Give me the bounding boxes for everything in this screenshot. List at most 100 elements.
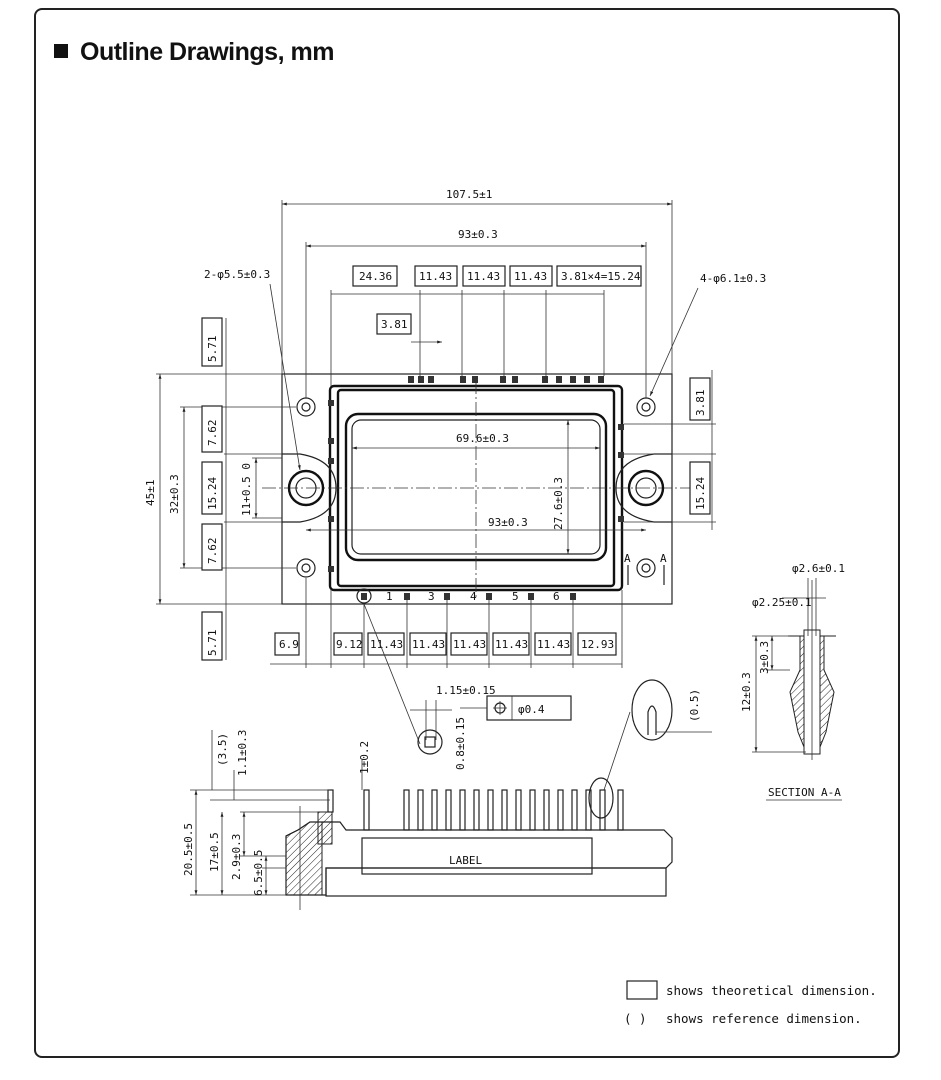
dim-17: 17±0.5 xyxy=(208,832,221,872)
dim-sec-12: 12±0.3 xyxy=(740,672,753,712)
pin-number: 5 xyxy=(512,590,519,603)
pin-side xyxy=(618,516,624,522)
dim-11-43: 11.43 xyxy=(537,638,570,651)
mount-hole-bl xyxy=(296,558,316,578)
dim-7-62: 7.62 xyxy=(206,538,219,565)
dim-11-43: 11.43 xyxy=(419,270,452,283)
dim-11-43: 11.43 xyxy=(412,638,445,651)
mount-hole-tr xyxy=(636,397,656,417)
dim-bottom-pitch: 93±0.3 xyxy=(488,516,528,529)
dim-overall-height: 45±1 xyxy=(144,480,157,507)
dim-right-3-81: 3.81 xyxy=(694,390,707,417)
pin-bottom xyxy=(404,593,410,600)
right-lug-hole-inner xyxy=(635,477,657,499)
pin1-marker xyxy=(356,588,372,604)
pin-detail-circle xyxy=(417,729,443,755)
mount-hole-tl-inner xyxy=(301,402,311,412)
dim-pin-thickness: 0.8±0.15 xyxy=(454,717,467,770)
legend-theoretical: shows theoretical dimension. xyxy=(666,983,877,998)
left-lug-hole xyxy=(287,469,325,507)
dim-5-71: 5.71 xyxy=(206,630,219,657)
label-text: LABEL xyxy=(449,854,482,867)
left-dimensions: 45±1 32±0.3 11+0.5 0 5.71 7.62 15.24 7.6… xyxy=(144,317,296,661)
dim-mount-pitch: 93±0.3 xyxy=(458,228,498,241)
legend-box-icon xyxy=(626,980,658,1000)
pin-side xyxy=(328,516,334,522)
inner-dimensions: 69.6±0.3 27.6±0.3 93±0.3 xyxy=(306,420,646,554)
dim-24-36: 24.36 xyxy=(359,270,392,283)
dim-ref-3-5: (3.5) xyxy=(216,733,229,766)
side-pin-row xyxy=(327,789,624,831)
dim-3-81: 3.81 xyxy=(381,318,408,331)
page-title-text: Outline Drawings, mm xyxy=(80,38,334,66)
mount-hole-br-inner xyxy=(641,563,651,573)
dim-5-71: 5.71 xyxy=(206,336,219,363)
page-title: Outline Drawings, mm xyxy=(54,38,334,67)
mount-hole-tl xyxy=(296,397,316,417)
dim-mount-height: 32±0.3 xyxy=(168,474,181,514)
right-lug xyxy=(615,453,672,523)
section-mark-a-left: A xyxy=(624,552,631,565)
pin-side xyxy=(618,452,624,458)
dim-ref-0-5: (0.5) xyxy=(688,689,701,722)
mount-hole-br xyxy=(636,558,656,578)
pin-top xyxy=(570,376,576,383)
pin-top xyxy=(428,376,434,383)
label-area xyxy=(361,837,593,875)
top-pin-row xyxy=(408,376,604,383)
pin-top xyxy=(418,376,424,383)
dim-sec-3: 3±0.3 xyxy=(758,641,771,674)
pin-tip-circle xyxy=(588,777,614,819)
dim-6-5: 6.5±0.5 xyxy=(252,850,265,896)
bottom-dimensions: 6.9 9.12 11.43 11.43 11.43 11.43 11.43 1… xyxy=(270,578,712,791)
dim-pin-width: 1.15±0.15 xyxy=(436,684,496,697)
side-terminal-hatch xyxy=(317,811,333,845)
section-a-a: φ2.6±0.1 φ2.25±0.1 3±0.3 12±0.3 SECTION … xyxy=(740,562,845,801)
dim-inner-height: 27.6±0.3 xyxy=(552,477,565,530)
pin-top xyxy=(472,376,478,383)
dim-11-43: 11.43 xyxy=(495,638,528,651)
pin-number: 4 xyxy=(470,590,477,603)
pin-bottom xyxy=(361,593,367,600)
pin-top xyxy=(460,376,466,383)
dim-12-93: 12.93 xyxy=(581,638,614,651)
side-base xyxy=(325,867,667,897)
left-lug xyxy=(282,453,337,523)
pin-top xyxy=(408,376,414,383)
dim-11-43: 11.43 xyxy=(514,270,547,283)
pin-top xyxy=(542,376,548,383)
dim-1: 1±0.2 xyxy=(358,741,371,774)
pin-side xyxy=(328,400,334,406)
pin-number: 1 xyxy=(386,590,393,603)
pin-side xyxy=(328,566,334,572)
pin-top xyxy=(500,376,506,383)
pin-bottom xyxy=(486,593,492,600)
pin-bottom xyxy=(528,593,534,600)
dim-7-62: 7.62 xyxy=(206,420,219,447)
top-dimensions: 107.5±1 93±0.3 24.36 11.43 11.43 11.43 3… xyxy=(204,188,766,471)
dim-slot: 11+0.5 0 xyxy=(240,463,253,516)
side-view: LABEL xyxy=(285,777,673,897)
dim-3-81x4: 3.81×4=15.24 xyxy=(561,270,641,283)
dim-20-5: 20.5±0.5 xyxy=(182,823,195,876)
pin-top xyxy=(584,376,590,383)
dim-9-12: 9.12 xyxy=(336,638,363,651)
left-lug-hole-inner xyxy=(295,477,317,499)
side-section-hatch xyxy=(285,821,323,896)
dim-11-43: 11.43 xyxy=(453,638,486,651)
pin-side xyxy=(328,438,334,444)
pin-top xyxy=(556,376,562,383)
drawing-frame xyxy=(34,8,900,1058)
dim-hole-small: 2-φ5.5±0.3 xyxy=(204,268,270,281)
right-dimensions: 3.81 15.24 xyxy=(624,370,716,530)
legend: shows theoretical dimension. ( ) shows r… xyxy=(624,980,877,1026)
pin-bottom xyxy=(444,593,450,600)
section-title: SECTION A-A xyxy=(768,786,841,799)
pin-number: 3 xyxy=(428,590,435,603)
right-lug-hole xyxy=(627,469,665,507)
dim-11-43: 11.43 xyxy=(467,270,500,283)
pin-bottom xyxy=(570,593,576,600)
dim-position-tolerance: φ0.4 xyxy=(518,703,545,716)
mount-hole-bl-inner xyxy=(301,563,311,573)
